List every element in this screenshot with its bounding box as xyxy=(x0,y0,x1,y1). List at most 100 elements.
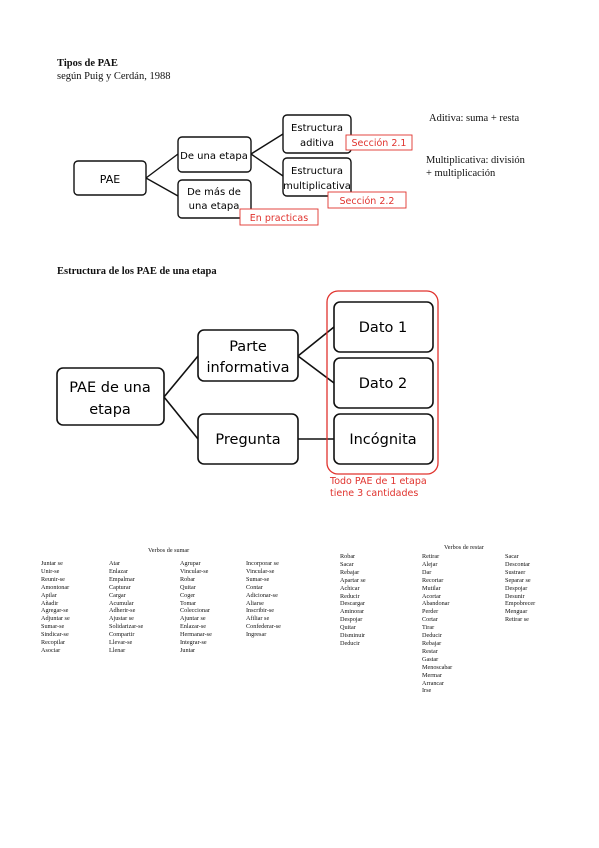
note-multiplicative-line2: + multiplicación xyxy=(426,168,496,179)
quantities-group-outline xyxy=(326,290,439,475)
verb-item: Reunir-se xyxy=(41,575,65,583)
node-pae-one-stage: PAE de una etapa xyxy=(56,367,165,426)
verb-item: Sumar-se xyxy=(246,575,270,583)
verb-item: Mutilar xyxy=(422,584,441,592)
verb-item: Ingresar xyxy=(246,631,267,639)
node-pae-label: PAE xyxy=(100,173,120,186)
verb-item: Llenar xyxy=(109,646,126,654)
one-stage-structure-diagram: PAE de una etapa Parte informativa Pregu… xyxy=(56,290,439,499)
verb-item: Inscribir-se xyxy=(246,607,275,615)
verb-item: Atar xyxy=(109,560,120,567)
verb-item: Abandonar xyxy=(422,600,450,608)
sub-verbs-title: Verbos de restar xyxy=(444,544,484,551)
verb-item: Recopilar xyxy=(41,639,66,647)
verb-item: Despojar xyxy=(340,616,363,624)
note-additive: Aditiva: suma + resta xyxy=(429,113,520,124)
node-unknown: Incógnita xyxy=(333,413,434,465)
verb-item: Dar xyxy=(422,568,432,576)
verb-item: Llevar-se xyxy=(109,639,133,647)
verb-item: Adjuntar se xyxy=(41,615,70,623)
verb-item: Sacar xyxy=(505,553,519,560)
verb-item: Amontonar xyxy=(41,583,70,591)
verb-item: Juntar xyxy=(180,646,196,654)
verb-item: Agregar-se xyxy=(41,607,69,615)
verb-item: Unir-se xyxy=(41,567,60,575)
verb-item: Despojar xyxy=(505,584,528,592)
verb-item: Contar xyxy=(246,583,263,591)
verb-item: Aliarse xyxy=(246,599,264,607)
page-title: Tipos de PAE xyxy=(57,58,118,69)
verb-item: Rebajar xyxy=(422,639,442,647)
verb-item: Compartir xyxy=(109,631,135,639)
verb-item: Descargar xyxy=(340,600,365,608)
verb-item: Retirar xyxy=(422,553,440,560)
verb-item: Sumar-se xyxy=(41,623,65,631)
node-multi-stage: De más de una etapa xyxy=(177,179,252,219)
verb-item: Retirar se xyxy=(505,616,529,624)
caption-line2: tiene 3 cantidades xyxy=(330,488,418,499)
pae-types-diagram: PAE De una etapa De más de una etapa Est… xyxy=(73,114,413,226)
verb-item: Quitar xyxy=(340,624,356,632)
verb-item: Enlazar-se xyxy=(180,623,206,631)
node-one-stage: De una etapa xyxy=(177,136,252,173)
node-multiplicative: Estructura multiplicativa xyxy=(282,157,352,197)
verb-item: Deducir xyxy=(340,639,360,647)
node-data-1-label: Dato 1 xyxy=(359,320,407,336)
node-multiplicative-line1: Estructura xyxy=(291,166,343,177)
node-additive: Estructura aditiva xyxy=(282,114,352,154)
node-informative-part-line2: informativa xyxy=(206,360,289,376)
verb-item: Afiliar se xyxy=(246,615,270,623)
verb-item: Tomar xyxy=(180,599,197,607)
verb-item: Coleccionar xyxy=(180,607,210,615)
verb-item: Solidarizar-se xyxy=(109,623,144,631)
verb-item: Cargar xyxy=(109,591,126,599)
verb-item: Empalmar xyxy=(109,575,135,583)
verb-item: Tirar xyxy=(422,624,435,632)
verb-item: Incorporar se xyxy=(246,560,279,567)
node-informative-part: Parte informativa xyxy=(197,329,299,382)
verb-item: Mermar xyxy=(422,671,442,679)
verb-item: Restar xyxy=(422,647,438,655)
verb-item: Sindicar-se xyxy=(41,631,69,639)
node-question: Pregunta xyxy=(197,413,299,465)
verb-item: Capturar xyxy=(109,583,131,591)
node-additive-line1: Estructura xyxy=(291,123,343,134)
node-informative-part-line1: Parte xyxy=(229,339,267,355)
verb-item: Integrar-se xyxy=(180,639,207,647)
verb-item: Añadir xyxy=(41,599,59,607)
tag-section-2-2-label: Sección 2.2 xyxy=(340,196,395,207)
tag-section-2-2: Sección 2.2 xyxy=(327,191,407,209)
verb-item: Irse xyxy=(422,687,432,695)
verb-item: Juntar se xyxy=(41,560,63,567)
verb-item: Menoscabar xyxy=(422,663,453,671)
node-pae-one-stage-line1: PAE de una xyxy=(69,380,151,396)
verb-item: Desunir xyxy=(505,592,525,600)
node-data-2-label: Dato 2 xyxy=(359,376,407,392)
verb-item: Cortar xyxy=(422,616,438,624)
node-data-2: Dato 2 xyxy=(333,357,434,409)
verb-item: Ajuntar se xyxy=(180,615,206,623)
verb-item: Alejar xyxy=(422,560,438,568)
verb-item: Asociar xyxy=(41,646,61,654)
node-unknown-label: Incógnita xyxy=(349,432,416,448)
verb-item: Apilar xyxy=(41,591,57,599)
node-multi-stage-line1: De más de xyxy=(187,186,241,198)
verb-item: Descontar xyxy=(505,560,531,568)
verb-item: Sustraer xyxy=(505,568,526,576)
verb-item: Confederar-se xyxy=(246,623,281,631)
verb-item: Vincular-se xyxy=(180,567,209,575)
verb-item: Vincular-se xyxy=(246,567,275,575)
add-verbs-title: Verbos de sumar xyxy=(148,547,190,554)
caption-line1: Todo PAE de 1 etapa xyxy=(329,476,427,487)
verb-item: Separar se xyxy=(505,576,531,584)
node-multi-stage-line2: una etapa xyxy=(189,201,240,212)
section-title: Estructura de los PAE de una etapa xyxy=(57,266,217,277)
node-question-label: Pregunta xyxy=(215,432,280,448)
verb-item: Menguar xyxy=(505,608,528,616)
